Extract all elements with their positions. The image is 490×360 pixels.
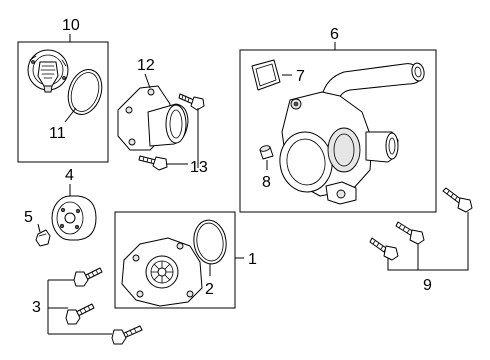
callout-4: 4 [65,167,74,184]
leader-5 [37,223,41,233]
thermostat [27,49,69,93]
leader-3 [47,279,112,335]
callout-1: 1 [248,251,257,268]
leader-13 [166,108,199,168]
callout-10: 10 [62,17,80,34]
callout-8: 8 [262,174,271,191]
box-housing-group [239,49,437,213]
water-pump-gasket [193,219,227,265]
bolt-3-middle [65,303,95,325]
outlet-housing [279,62,425,205]
callout-12: 12 [137,57,155,74]
thermostat-gasket [67,69,103,115]
callout-13: 13 [190,159,208,176]
bolt-3-upper [73,267,103,287]
callout-11: 11 [49,125,66,142]
water-pump [121,237,203,307]
water-pump-pulley [51,195,97,241]
bolt-9-right [442,187,473,213]
housing-gasket [251,59,281,91]
callout-3: 3 [32,299,41,316]
bolt-9-left [369,237,399,261]
callout-2: 2 [205,281,214,298]
bolt-9-middle [395,221,425,245]
callout-9: 9 [423,277,432,294]
leader-12 [144,73,151,89]
thermostat-cover [117,85,189,151]
bolt-13-upper [178,93,205,111]
pulley-bolt [35,229,51,247]
leader-9 [387,212,469,271]
callout-6: 6 [330,26,339,43]
box-water-pump-group [114,211,236,309]
dowel-pin [259,145,274,160]
bolt-13-lower [138,155,168,171]
callout-5: 5 [24,209,33,226]
callout-7: 7 [296,68,305,85]
bolt-3-lower [111,325,143,345]
box-thermostat-group [17,41,109,163]
leader-11 [64,107,77,123]
